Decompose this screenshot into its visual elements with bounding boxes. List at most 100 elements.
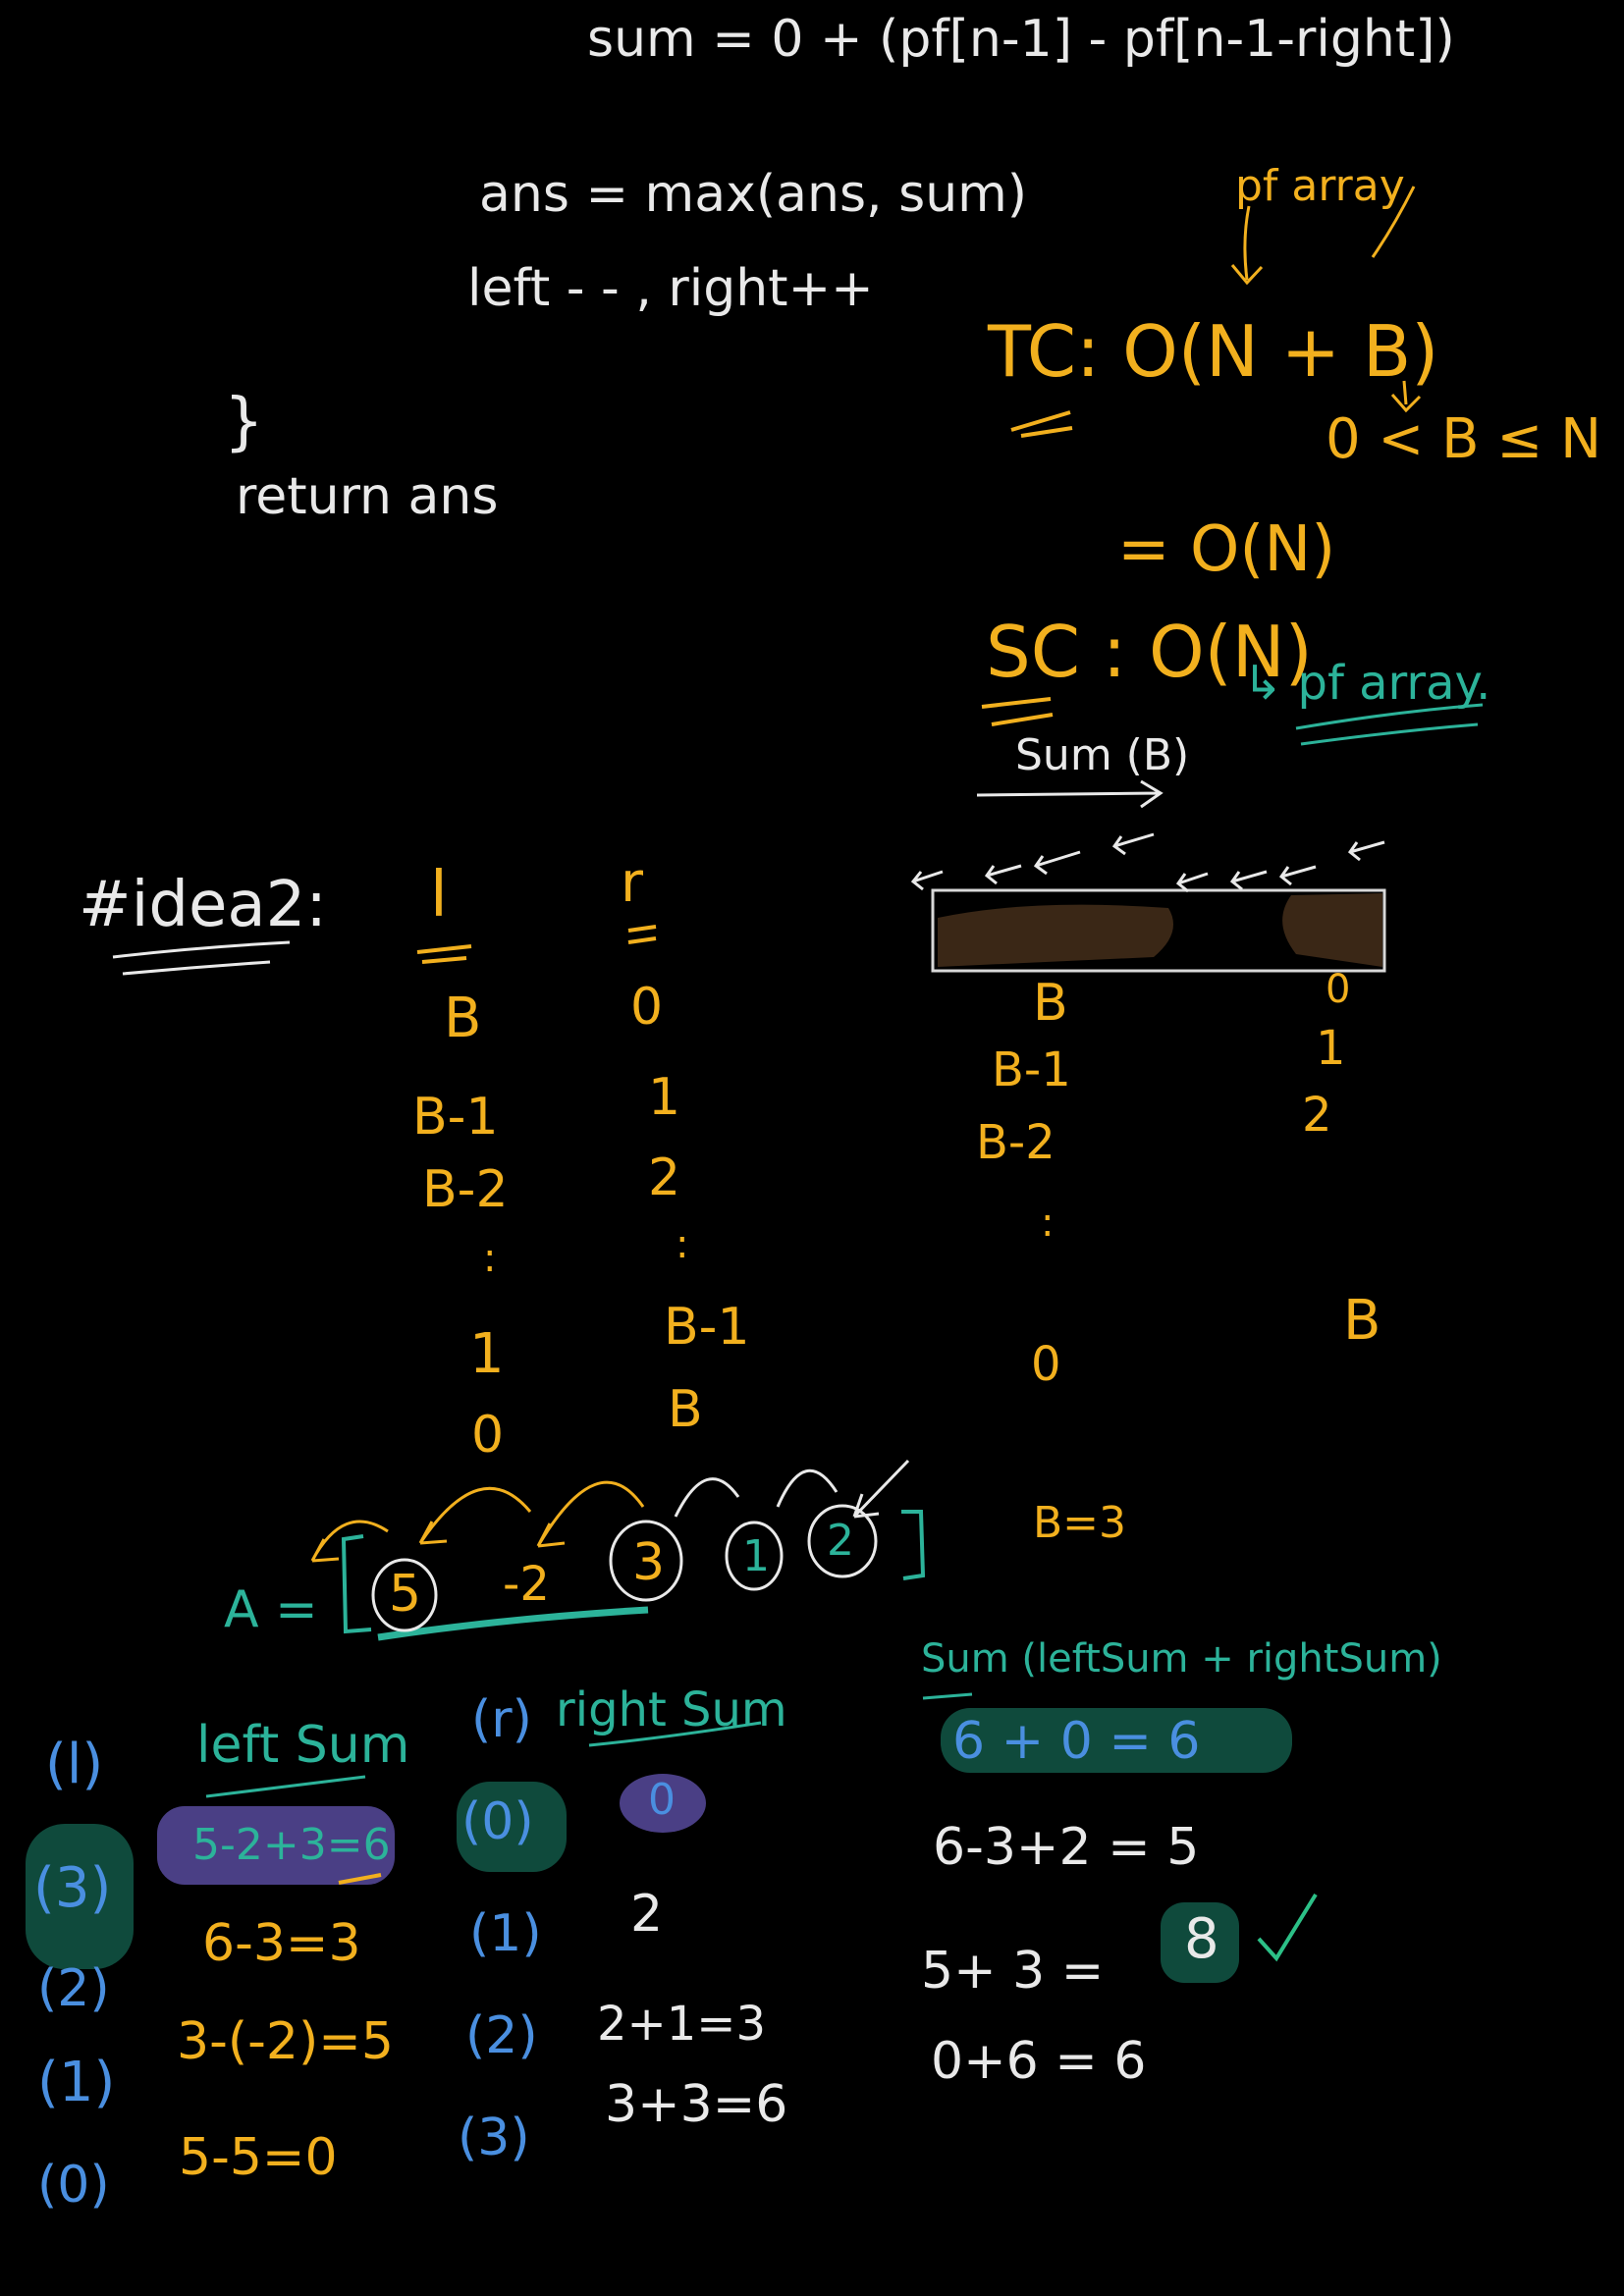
top-left-arrows bbox=[910, 832, 1385, 893]
ans-line: ans = max(ans, sum) bbox=[479, 165, 1028, 224]
array-element: 2 bbox=[827, 1516, 854, 1566]
best-highlight bbox=[1161, 1902, 1239, 1983]
leftsum-underline bbox=[205, 1775, 366, 1798]
return-line: return ans bbox=[236, 467, 499, 526]
l-column-header: l bbox=[430, 859, 448, 932]
sum-header: Sum (leftSum + rightSum) bbox=[921, 1636, 1442, 1682]
l-value: 1 bbox=[469, 1322, 505, 1386]
box-left-value: B-2 bbox=[976, 1115, 1056, 1170]
box-left-value: : bbox=[1041, 1201, 1055, 1246]
check-mark bbox=[1257, 1893, 1318, 1962]
sum-highlight bbox=[941, 1708, 1292, 1773]
box-right-value: 0 bbox=[1326, 967, 1351, 1012]
l-value: B-1 bbox=[412, 1088, 499, 1147]
idea-underline bbox=[112, 940, 291, 976]
pf-arrow-left bbox=[1230, 205, 1264, 286]
array-box bbox=[931, 888, 1386, 973]
l-table-value: (1) bbox=[37, 2051, 116, 2114]
best-sum-value: 8 bbox=[1184, 1907, 1219, 1971]
array-element: -2 bbox=[503, 1557, 550, 1612]
left-sum-header: left Sum bbox=[196, 1716, 410, 1775]
sum-line: sum = 0 + (pf[n-1] - pf[n-1-right]) bbox=[587, 10, 1455, 69]
array-underline bbox=[377, 1606, 649, 1641]
array-jump-arrows-white bbox=[674, 1459, 910, 1519]
b-value: B=3 bbox=[1033, 1498, 1127, 1548]
box-right-value: 2 bbox=[1302, 1088, 1332, 1143]
l-value: B bbox=[444, 987, 482, 1050]
sc-underline bbox=[981, 697, 1054, 726]
l-value: : bbox=[483, 1236, 497, 1281]
leftsum-highlight bbox=[157, 1806, 395, 1885]
array-close-bracket bbox=[901, 1510, 926, 1580]
l-table-value: (2) bbox=[37, 1959, 110, 2018]
r-value: 0 bbox=[630, 978, 664, 1037]
r-value: B-1 bbox=[664, 1298, 750, 1357]
space-complexity: SC : O(N) bbox=[986, 611, 1313, 693]
r-underline bbox=[627, 925, 657, 944]
left-sum-value: 5-2+3=6 bbox=[192, 1820, 391, 1870]
right-sum-value: 0 bbox=[648, 1775, 676, 1825]
right-sum-value: 2 bbox=[630, 1885, 664, 1944]
right-sum-header: right Sum bbox=[556, 1682, 787, 1737]
leftsum-small-underline bbox=[338, 1873, 382, 1885]
r-table-value: (2) bbox=[465, 2006, 538, 2065]
box-right-value: B bbox=[1343, 1289, 1381, 1353]
r-table-value: (1) bbox=[469, 1904, 542, 1963]
array-box-fill-right bbox=[1282, 893, 1382, 967]
sum-b-label: Sum (B) bbox=[1015, 730, 1190, 780]
r-table-header: (r) bbox=[471, 1690, 532, 1749]
array-jump-arrows-yellow bbox=[310, 1480, 645, 1563]
b-range-arrow bbox=[1390, 380, 1422, 413]
left-sum-value: 5-5=0 bbox=[179, 2128, 338, 2187]
array-element: 1 bbox=[742, 1531, 770, 1581]
r-column-header: r bbox=[621, 851, 644, 915]
box-right-value: 1 bbox=[1316, 1021, 1346, 1076]
box-left-value: 0 bbox=[1031, 1337, 1061, 1392]
l-underline bbox=[416, 944, 472, 964]
time-complexity: TC: O(N + B) bbox=[988, 310, 1439, 393]
l-table-value: (0) bbox=[37, 2156, 110, 2215]
sum-b-arrow bbox=[976, 779, 1164, 809]
array-prefix: A = bbox=[224, 1580, 318, 1639]
l-value: B-2 bbox=[422, 1160, 509, 1219]
r-table-value: (3) bbox=[458, 2109, 530, 2167]
sc-note: ↳ pf array. bbox=[1243, 656, 1491, 711]
r-value: : bbox=[676, 1222, 689, 1267]
pf-array-underline bbox=[1295, 703, 1484, 746]
r0-highlight bbox=[457, 1782, 567, 1872]
sum-value: 6 + 0 = 6 bbox=[952, 1712, 1201, 1771]
array-circles bbox=[371, 1504, 878, 1632]
box-left-value: B-1 bbox=[992, 1042, 1071, 1097]
r-value: B bbox=[668, 1380, 703, 1439]
array-element: 3 bbox=[632, 1533, 666, 1592]
r-value: 2 bbox=[648, 1148, 681, 1207]
l-table-value: (3) bbox=[33, 1856, 112, 1920]
sum-value: 6-3+2 = 5 bbox=[933, 1818, 1200, 1877]
idea-heading: #idea2: bbox=[79, 869, 327, 941]
r-table-value: (0) bbox=[461, 1792, 534, 1851]
right-sum-value: 2+1=3 bbox=[597, 1997, 767, 2052]
sum-value: 5+ 3 = bbox=[921, 1942, 1105, 2001]
right-zero-highlight bbox=[620, 1774, 706, 1833]
array-open-bracket bbox=[341, 1534, 372, 1634]
right-sum-value: 3+3=6 bbox=[605, 2075, 788, 2134]
update-line: left - - , right++ bbox=[467, 259, 874, 318]
l-table-header: (l) bbox=[45, 1733, 104, 1796]
array-box-fill-left bbox=[938, 904, 1173, 967]
tc-underline bbox=[1010, 410, 1073, 438]
closing-brace: } bbox=[224, 386, 264, 458]
left-sum-value: 3-(-2)=5 bbox=[177, 2012, 394, 2071]
array-element: 5 bbox=[389, 1565, 422, 1624]
pf-arrow-right bbox=[1371, 186, 1416, 258]
box-left-value: B bbox=[1033, 974, 1068, 1033]
r-value: 1 bbox=[648, 1068, 681, 1127]
l3-highlight bbox=[26, 1824, 134, 1969]
sum-value: 0+6 = 6 bbox=[931, 2032, 1147, 2091]
left-sum-value: 6-3=3 bbox=[202, 1914, 361, 1973]
tc-result: = O(N) bbox=[1117, 513, 1336, 586]
pf-array-note: pf array bbox=[1235, 161, 1405, 211]
l-value: 0 bbox=[471, 1406, 505, 1465]
rightsum-underline bbox=[588, 1721, 762, 1747]
sum-underline bbox=[922, 1692, 973, 1700]
